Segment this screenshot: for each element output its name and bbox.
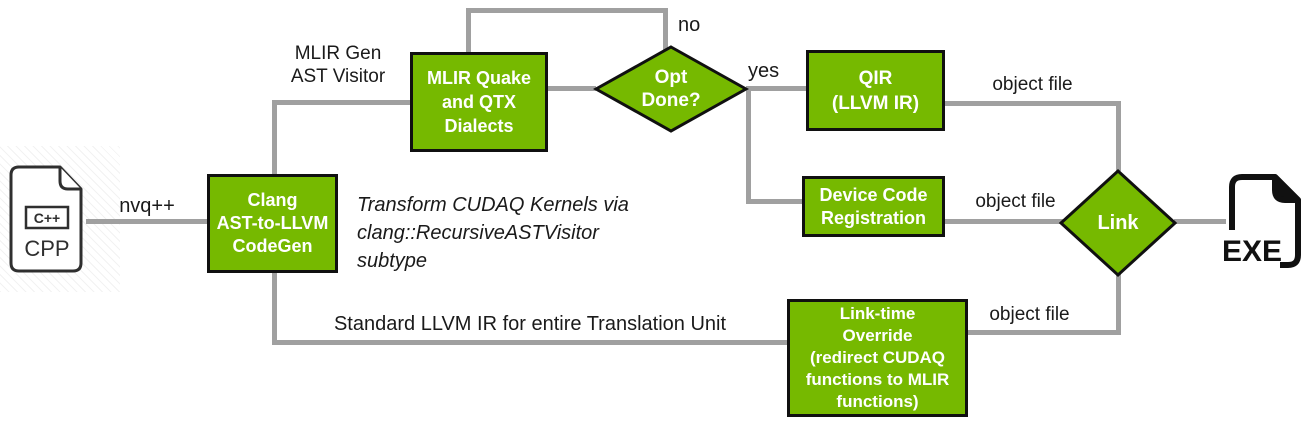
node-link-time-override: Link-time Override (redirect CUDAQ funct…	[787, 299, 968, 417]
node-line: functions to MLIR	[805, 370, 950, 389]
node-line: MLIR Quake	[426, 68, 532, 88]
node-line: Registration	[820, 207, 926, 228]
node-line: Dialects	[444, 116, 514, 136]
connector-loop-left	[466, 8, 471, 54]
decision-label: Opt Done?	[593, 44, 749, 134]
node-line: Link-time	[839, 304, 916, 323]
decision-label: Link	[1058, 168, 1178, 278]
node-line: and QTX	[441, 92, 516, 112]
node-clang-codegen: Clang AST-to-LLVM CodeGen	[207, 174, 338, 273]
label-line: MLIR Gen	[294, 43, 382, 64]
label-object-file-top: object file	[992, 74, 1073, 95]
node-line: functions)	[836, 392, 919, 411]
node-qir-llvm-ir: QIR (LLVM IR)	[806, 50, 945, 131]
node-line: AST-to-LLVM	[216, 213, 329, 233]
node-line: Override	[842, 326, 913, 345]
node-line: Link	[1097, 211, 1139, 234]
connector-bottom	[272, 340, 789, 345]
node-line: QIR	[858, 67, 893, 89]
node-line: Device Code	[819, 184, 928, 205]
decision-opt-done: Opt Done?	[593, 44, 749, 134]
label-object-file-bottom: object file	[989, 304, 1070, 325]
connector-link-to-exe	[1174, 219, 1226, 224]
label-mlir-gen-ast-visitor: MLIR Gen AST Visitor	[268, 42, 408, 88]
exe-label-text: EXE	[1222, 235, 1282, 268]
node-line: (redirect CUDAQ	[809, 348, 946, 367]
diamond-shape	[593, 45, 749, 133]
label-nvqpp: nvq++	[119, 195, 175, 217]
node-line: Opt	[654, 67, 688, 88]
cpp-label-text: CPP	[24, 236, 69, 261]
node-line: CodeGen	[232, 236, 313, 256]
node-line: (LLVM IR)	[831, 92, 920, 114]
exe-file-icon: EXE	[1222, 174, 1301, 270]
connector-cpp-to-clang	[86, 219, 207, 224]
connector-to-device	[746, 199, 804, 204]
connector-device-to-link	[943, 219, 1063, 224]
node-mlir-quake-dialects: MLIR Quake and QTX Dialects	[410, 52, 548, 152]
label-line: clang::RecursiveASTVisitor	[357, 222, 599, 244]
connector-clang-up	[272, 100, 277, 174]
connector-clang-down	[272, 272, 277, 345]
connector-opt-down	[746, 88, 751, 204]
connector-qir-right	[943, 101, 1121, 106]
label-object-file-mid: object file	[975, 191, 1056, 212]
label-standard-llvm-ir: Standard LLVM IR for entire Translation …	[333, 313, 727, 335]
connector-override-right	[966, 330, 1121, 335]
connector-mlir-to-opt	[546, 86, 596, 91]
cpp-file-icon: C++ CPP	[9, 165, 83, 273]
label-line: subtype	[357, 250, 428, 272]
label-yes: yes	[748, 60, 780, 82]
cpp-badge-text: C++	[34, 210, 60, 226]
decision-link: Link	[1058, 168, 1178, 278]
connector-loop-top	[466, 8, 668, 13]
label-no: no	[678, 14, 701, 36]
connector-down-to-link	[1116, 101, 1121, 171]
connector-up-to-link	[1116, 273, 1121, 335]
label-line: Transform CUDAQ Kernels via	[357, 194, 629, 216]
connector-opt-to-qir	[746, 86, 808, 91]
connector-loop-right	[663, 8, 668, 52]
label-line: AST Visitor	[290, 66, 386, 87]
diamond-shape	[1058, 168, 1178, 278]
node-line: Clang	[247, 190, 298, 210]
node-device-code-registration: Device Code Registration	[802, 176, 945, 237]
label-transform-note: Transform CUDAQ Kernels via clang::Recur…	[357, 191, 677, 275]
connector-to-mlir	[272, 100, 412, 105]
node-line: Done?	[641, 90, 701, 111]
